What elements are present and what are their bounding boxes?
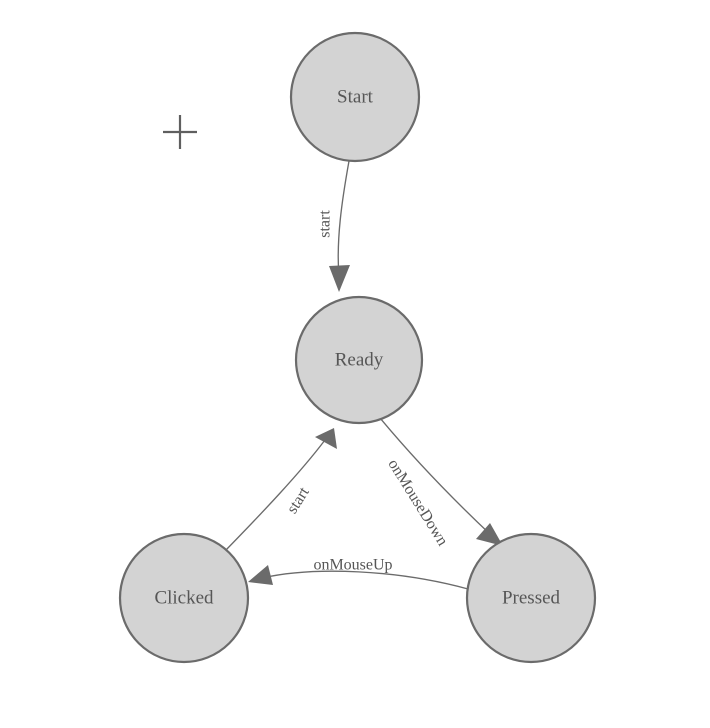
node-ready[interactable]: Ready [294,295,424,425]
crosshair-cursor-icon [163,115,197,149]
edge-line[interactable] [224,439,326,552]
edge-label-start-to-ready: start [317,210,334,238]
node-label-clicked: Clicked [154,587,214,608]
edge-start-to-ready[interactable]: start [317,160,350,292]
edge-label-on-mouse-up: onMouseUp [313,557,392,574]
node-pressed[interactable]: Pressed [465,532,597,664]
arrowhead-icon [476,523,503,546]
arrowhead-icon [315,428,337,449]
edge-label-clicked-to-ready: start [284,484,313,517]
edge-pressed-to-clicked[interactable]: onMouseUp [248,557,469,590]
node-label-ready: Ready [335,349,384,370]
arrowhead-icon [329,265,350,292]
edge-clicked-to-ready[interactable]: start [224,428,337,552]
edge-line[interactable] [337,160,350,278]
edge-ready-to-pressed[interactable]: onMouseDown [379,417,503,549]
node-clicked[interactable]: Clicked [118,532,250,664]
nodes-layer: Start Ready Clicked Pressed [118,31,597,664]
node-label-start: Start [337,86,374,107]
edge-line[interactable] [379,417,493,537]
edge-line[interactable] [261,570,469,590]
node-circle[interactable] [118,532,250,664]
edge-label-on-mouse-down: onMouseDown [384,456,451,549]
node-start[interactable]: Start [289,31,421,163]
node-circle[interactable] [465,532,597,664]
node-label-pressed: Pressed [502,587,561,608]
node-circle[interactable] [289,31,421,163]
arrowhead-icon [248,565,273,585]
node-circle[interactable] [294,295,424,425]
